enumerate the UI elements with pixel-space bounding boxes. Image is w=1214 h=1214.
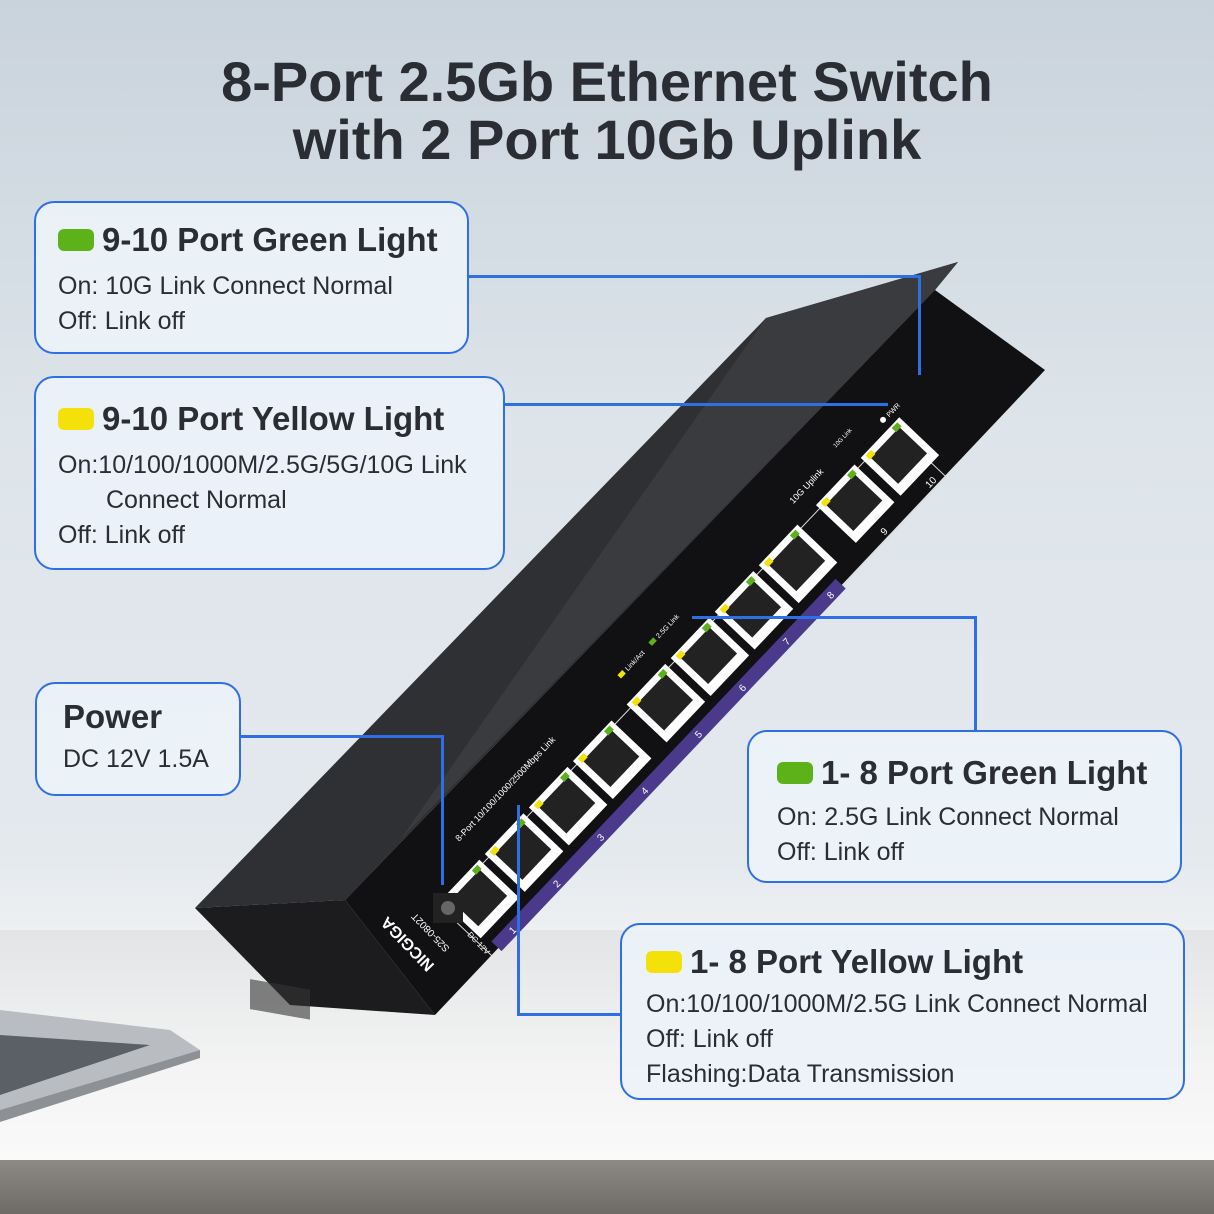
connector-line bbox=[441, 735, 444, 885]
yellow-led-icon bbox=[646, 951, 682, 973]
yellow-led-icon bbox=[675, 650, 686, 661]
port-number: 3 bbox=[595, 832, 607, 844]
ethernet-port-3[interactable]: 3 bbox=[528, 766, 625, 862]
callout-1-8-green: 1- 8 Port Green Light On: 2.5G Link Conn… bbox=[747, 730, 1182, 883]
side-vent bbox=[250, 979, 310, 1020]
callout-text: Off: Link off bbox=[646, 1025, 773, 1053]
ethernet-port-7[interactable]: 7 bbox=[714, 571, 811, 666]
callout-1-8-yellow: 1- 8 Port Yellow Light On:10/100/1000M/2… bbox=[620, 923, 1185, 1100]
green-led-icon bbox=[559, 771, 570, 782]
title-line-1: 8-Port 2.5Gb Ethernet Switch bbox=[221, 50, 993, 113]
green-led-icon bbox=[789, 529, 800, 540]
ethernet-port-2[interactable]: 2 bbox=[484, 813, 581, 908]
power-led-icon bbox=[880, 416, 887, 423]
callout-text: On:10/100/1000M/2.5G Link Connect Normal bbox=[646, 990, 1148, 1018]
yellow-led-icon bbox=[489, 845, 500, 856]
connector-line bbox=[240, 735, 443, 738]
callout-text: On:10/100/1000M/2.5G/5G/10G Link bbox=[58, 451, 467, 479]
port-number: 2 bbox=[551, 878, 563, 890]
yellow-led-icon bbox=[577, 753, 588, 764]
yellow-led-icon bbox=[719, 603, 730, 614]
callout-heading: 1- 8 Port Green Light bbox=[821, 754, 1148, 791]
callout-9-10-green: 9-10 Port Green Light On: 10G Link Conne… bbox=[34, 201, 469, 354]
callout-heading: 9-10 Port Green Light bbox=[102, 221, 438, 258]
callout-text: On: 10G Link Connect Normal bbox=[58, 272, 393, 300]
callout-9-10-yellow: 9-10 Port Yellow Light On:10/100/1000M/2… bbox=[34, 376, 505, 570]
yellow-led-icon bbox=[631, 696, 642, 707]
callout-text: Off: Link off bbox=[58, 307, 185, 335]
green-led-icon bbox=[657, 668, 668, 679]
ethernet-port-8[interactable]: 8 bbox=[758, 524, 855, 620]
connector-line bbox=[503, 403, 888, 406]
yellow-led-icon bbox=[533, 799, 544, 810]
green-led-icon bbox=[58, 229, 94, 251]
green-led-icon bbox=[701, 622, 712, 633]
ethernet-port-4[interactable]: 4 bbox=[572, 720, 669, 816]
port-number: 1 bbox=[507, 925, 519, 937]
port-number: 8 bbox=[825, 590, 837, 602]
callout-heading: Power bbox=[63, 698, 163, 735]
green-led-icon bbox=[471, 864, 482, 875]
callout-text: Off: Link off bbox=[58, 521, 185, 549]
yellow-led-icon bbox=[820, 497, 831, 507]
connector-line bbox=[517, 1013, 622, 1016]
callout-heading: 1- 8 Port Yellow Light bbox=[690, 943, 1024, 980]
green-led-icon bbox=[745, 576, 756, 587]
green-led-icon bbox=[891, 422, 902, 433]
callout-power: Power DC 12V 1.5A bbox=[35, 682, 241, 796]
port-number: 7 bbox=[781, 636, 793, 648]
port-number: 5 bbox=[693, 729, 705, 741]
callout-text: On: 2.5G Link Connect Normal bbox=[777, 803, 1119, 831]
ethernet-port-6[interactable]: 6 bbox=[670, 617, 767, 713]
desk-edge bbox=[0, 1160, 1214, 1214]
callout-text: DC 12V 1.5A bbox=[63, 745, 209, 773]
connector-line bbox=[692, 616, 977, 619]
connector-line bbox=[918, 275, 921, 375]
green-led-icon bbox=[604, 725, 614, 736]
callout-text: Off: Link off bbox=[777, 838, 904, 866]
yellow-led-legend-icon bbox=[617, 670, 626, 679]
title-line-2: with 2 Port 10Gb Uplink bbox=[292, 108, 922, 171]
callout-heading: 9-10 Port Yellow Light bbox=[102, 400, 445, 437]
connector-line bbox=[468, 275, 920, 278]
yellow-led-icon bbox=[865, 449, 876, 460]
port-strip bbox=[491, 578, 846, 952]
connector-line bbox=[974, 616, 977, 732]
yellow-led-icon bbox=[763, 557, 774, 568]
green-led-icon bbox=[847, 469, 857, 480]
port-number: 6 bbox=[737, 682, 749, 694]
port-number: 4 bbox=[639, 785, 651, 797]
connector-line bbox=[517, 805, 520, 1015]
ethernet-port-5[interactable]: 5 bbox=[626, 663, 723, 759]
switch-side-face bbox=[195, 900, 435, 1015]
callout-text: Connect Normal bbox=[106, 486, 287, 514]
ethernet-port-9[interactable]: 9 bbox=[815, 464, 908, 556]
callout-text: Flashing:Data Transmission bbox=[646, 1060, 955, 1088]
yellow-led-icon bbox=[58, 408, 94, 430]
green-led-legend-icon bbox=[648, 637, 657, 646]
green-led-icon bbox=[777, 762, 813, 784]
port-number: 9 bbox=[879, 526, 891, 538]
